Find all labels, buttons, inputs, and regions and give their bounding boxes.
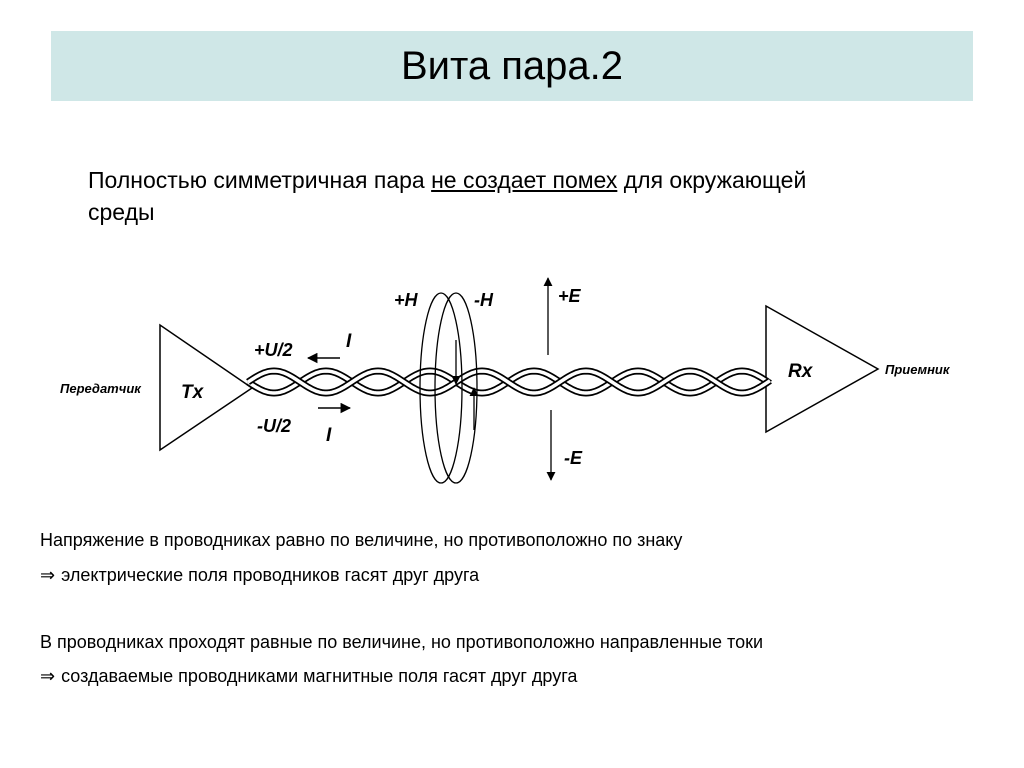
minus-u-label: -U/2 xyxy=(257,416,291,436)
tx-caption: Передатчик xyxy=(60,381,142,396)
wire-2-fill xyxy=(247,369,771,395)
slide-title: Вита пара.2 xyxy=(400,43,623,88)
intro-before: Полностью симметричная пара xyxy=(88,167,432,193)
rx-label: Rx xyxy=(788,361,814,382)
rx-triangle xyxy=(765,304,880,434)
current-top-label: I xyxy=(346,331,352,352)
intro-underlined: не создает помех xyxy=(431,167,618,193)
minus-h-label: -H xyxy=(474,290,494,310)
plus-e-label: +E xyxy=(558,286,582,306)
plus-u-label: +U/2 xyxy=(254,340,293,360)
implies-icon-2: ⇒ xyxy=(40,666,56,686)
rx-caption: Приемник xyxy=(885,362,951,377)
intro-after: для окружающей среды xyxy=(88,167,807,225)
body-line-2-text: электрические поля проводников гасят дру… xyxy=(61,565,480,585)
plus-h-label: +H xyxy=(394,290,419,310)
twisted-wires xyxy=(246,367,772,397)
title-bar: Вита пара.2 xyxy=(51,31,973,101)
body-line-4: ⇒создаваемые проводниками магнитные поля… xyxy=(40,664,577,688)
magnetic-loop-h-plus xyxy=(419,292,463,484)
body-line-3: В проводниках проходят равные по величин… xyxy=(40,632,764,652)
body-line-1: Напряжение в проводниках равно по величи… xyxy=(40,530,683,550)
intro-text: Полностью симметричная пара не создает п… xyxy=(88,164,848,228)
tx-triangle xyxy=(159,323,254,452)
tx-label: Tx xyxy=(181,382,205,403)
body-line-4-text: создаваемые проводниками магнитные поля … xyxy=(61,666,578,686)
body-line-2: ⇒электрические поля проводников гасят др… xyxy=(40,563,479,587)
implies-icon: ⇒ xyxy=(40,565,56,585)
minus-e-label: -E xyxy=(564,448,583,468)
current-bottom-label: I xyxy=(326,425,332,446)
